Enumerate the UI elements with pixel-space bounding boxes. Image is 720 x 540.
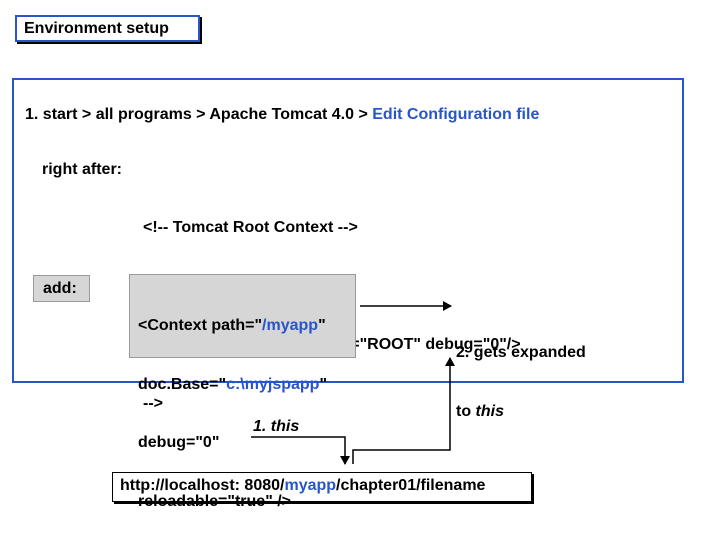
url-box: http://localhost: 8080/myapp/chapter01/f…	[112, 472, 532, 502]
step1-text: 1. start > all programs > Apache Tomcat …	[25, 105, 539, 125]
root-context-line: -->	[143, 394, 163, 412]
add-line-2: doc.Base="c:\myjspapp"	[138, 375, 328, 393]
this-label: 1. this	[253, 418, 300, 435]
expanded-note: 2. gets expanded to this	[456, 304, 586, 441]
docbase-value: c:\myjspapp	[226, 375, 320, 393]
root-context-line: <!-- Tomcat Root Context -->	[143, 219, 358, 236]
step1-path: 1. start > all programs > Apache Tomcat …	[25, 106, 373, 123]
expand-arrow	[352, 357, 455, 464]
add-line-3: debug="0"	[138, 434, 220, 451]
url-prefix: http://localhost: 8080/	[120, 477, 285, 494]
expanded-line-2: to this	[456, 402, 504, 420]
add-label: add:	[33, 275, 90, 302]
slide-title: Environment setup	[15, 15, 200, 42]
url-suffix: /chapter01/filename	[336, 477, 486, 494]
edit-config-link[interactable]: Edit Configuration file	[372, 106, 540, 123]
url-app-segment: myapp	[284, 477, 337, 494]
add-line-1: <Context path="/myapp"	[138, 317, 326, 334]
path-value: /myapp	[262, 317, 319, 334]
config-panel	[12, 78, 684, 383]
expanded-line-1: 2. gets expanded	[456, 344, 586, 361]
this-arrow	[251, 436, 350, 465]
right-after-label: right after:	[42, 161, 122, 178]
